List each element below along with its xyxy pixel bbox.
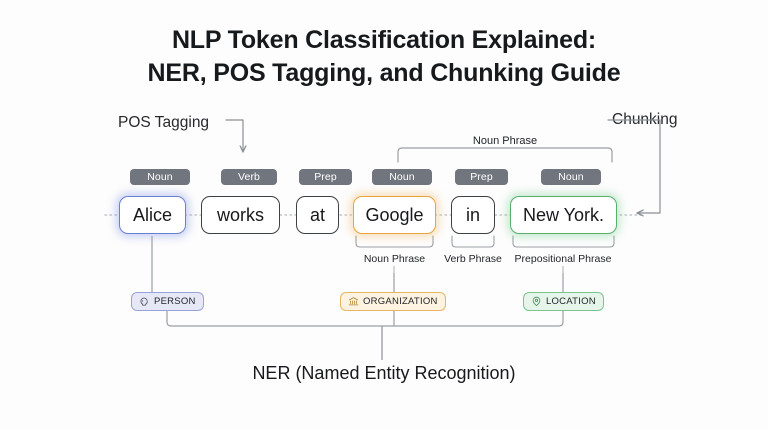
phrase-label-noun: Noun Phrase xyxy=(363,253,426,265)
page-title: NLP Token Classification Explained: NER,… xyxy=(0,24,768,90)
title-line-1: NLP Token Classification Explained: xyxy=(171,26,597,54)
chunk-bracket-label: Noun Phrase xyxy=(472,135,538,147)
map-pin-icon xyxy=(531,296,542,307)
bank-building-icon xyxy=(348,296,359,307)
annotation-pos-tagging: POS Tagging xyxy=(118,114,210,131)
entity-badge-location[interactable]: LOCATION xyxy=(523,292,604,311)
token-in[interactable]: in xyxy=(451,196,495,234)
token-alice[interactable]: Alice xyxy=(119,196,186,234)
annotation-chunking: Chunking xyxy=(612,111,678,128)
token-works[interactable]: works xyxy=(201,196,280,234)
token-at[interactable]: at xyxy=(296,196,339,234)
person-head-icon xyxy=(139,296,150,307)
ner-caption: NER (Named Entity Recognition) xyxy=(252,363,516,383)
pos-badge-works: Verb xyxy=(221,169,277,185)
token-google[interactable]: Google xyxy=(353,196,436,234)
title-line-2: NER, POS Tagging, and Chunking Guide xyxy=(147,59,621,87)
entity-badge-person[interactable]: PERSON xyxy=(131,292,204,311)
entity-label-location: LOCATION xyxy=(546,296,596,307)
pos-badge-in: Prep xyxy=(455,169,508,185)
entity-badge-organization[interactable]: ORGANIZATION xyxy=(340,292,446,311)
phrase-label-verb: Verb Phrase xyxy=(444,253,502,265)
entity-label-person: PERSON xyxy=(154,296,196,307)
pos-badge-at: Prep xyxy=(299,169,352,185)
pos-badge-alice: Noun xyxy=(130,169,190,185)
token-newyork[interactable]: New York. xyxy=(510,196,617,234)
phrase-label-prepositional: Prepositional Phrase xyxy=(514,253,612,265)
pos-badge-newyork: Noun xyxy=(541,169,601,185)
entity-label-organization: ORGANIZATION xyxy=(363,296,438,307)
pos-badge-google: Noun xyxy=(372,169,432,185)
